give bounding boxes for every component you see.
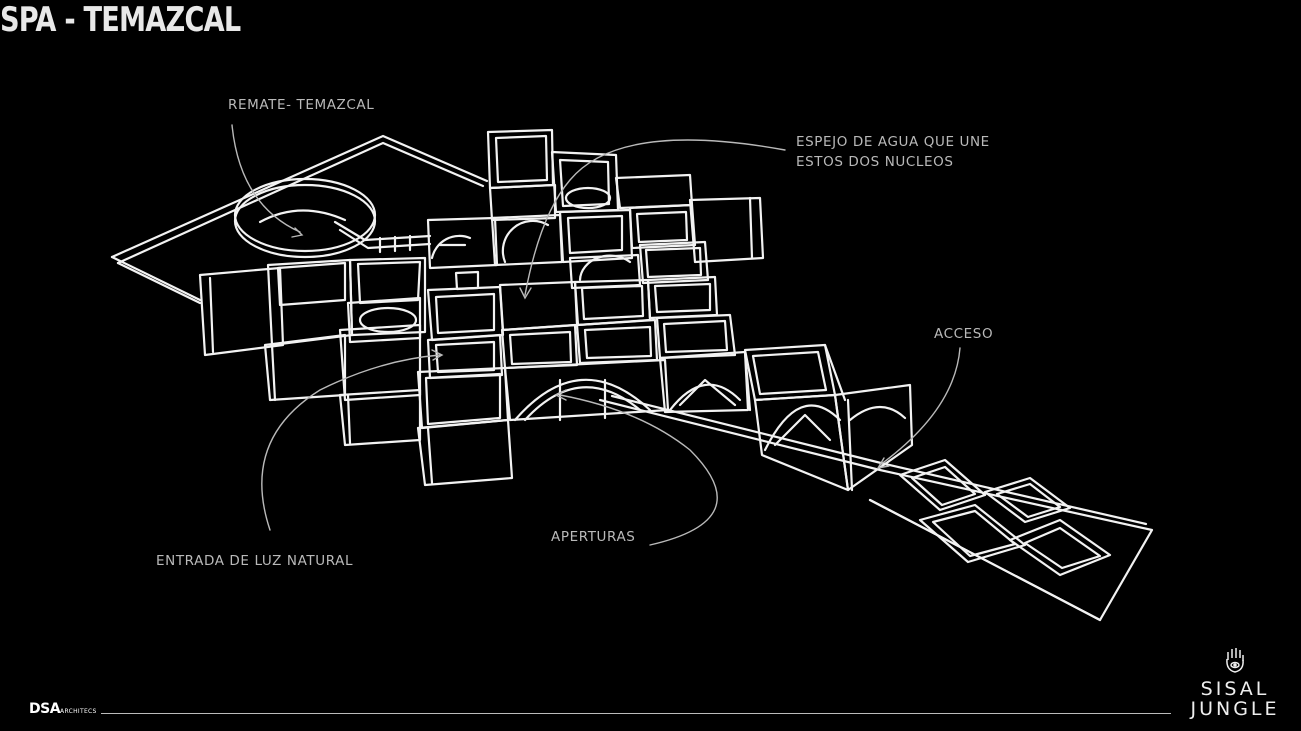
- arcade-apertures: [503, 350, 750, 422]
- annotation-espejo-line1: ESPEJO DE AGUA QUE UNE: [796, 134, 990, 150]
- temazcal-dome: [233, 177, 432, 259]
- left-wing-blocks: [198, 256, 427, 447]
- leader-lines: [231, 124, 961, 546]
- annotation-aperturas: APERTURAS: [551, 529, 636, 545]
- brand-small: ARCHITECS: [60, 708, 97, 715]
- footer-divider: [101, 713, 1171, 714]
- access-path: [598, 394, 1154, 622]
- plaza-outline: [110, 134, 489, 305]
- annotation-entrada-luz: ENTRADA DE LUZ NATURAL: [156, 553, 354, 569]
- central-blocks: [416, 128, 765, 487]
- brand-bold: DSA: [29, 701, 61, 717]
- dsa-architects-brand: DSAARCHITECS: [29, 698, 97, 717]
- logo-line2: JUNGLE: [1190, 698, 1280, 720]
- slide-title: SPA - TEMAZCAL: [0, 0, 241, 40]
- annotation-remate: REMATE- TEMAZCAL: [228, 97, 375, 113]
- access-pavilion: [743, 343, 914, 492]
- annotation-espejo-line2: ESTOS DOS NUCLEOS: [796, 154, 954, 170]
- logo-line1: SISAL: [1200, 678, 1270, 700]
- annotation-acceso: ACCESO: [934, 326, 994, 342]
- sisal-jungle-logo: SISAL JUNGLE: [1180, 646, 1290, 720]
- hamsa-hand-icon: [1226, 648, 1244, 673]
